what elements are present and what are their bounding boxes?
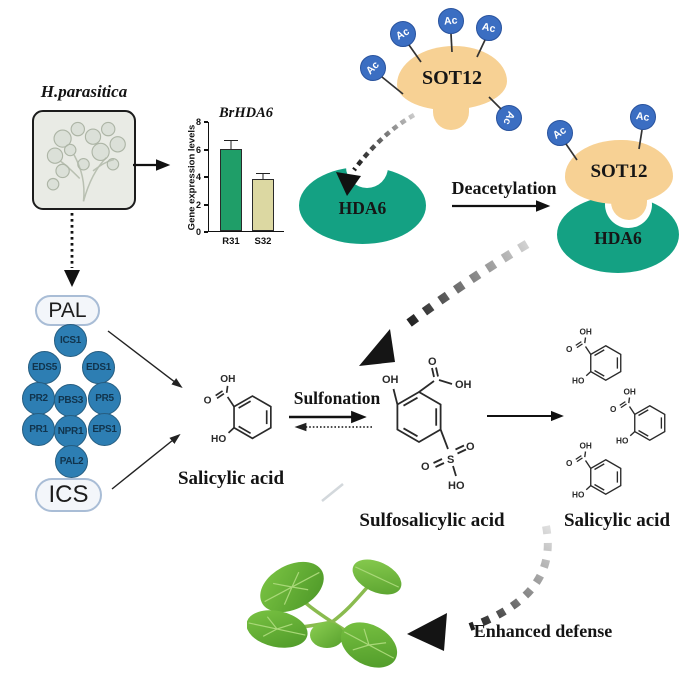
faint-artifact-line — [321, 483, 344, 502]
bar-s32 — [252, 178, 274, 231]
hda6-complex-label: HDA6 — [594, 228, 642, 248]
gene-node-pal2: PAL2 — [55, 445, 88, 478]
sot12-complex-body: SOT12 — [565, 140, 673, 204]
chart-plot-area: R31 S32 — [208, 122, 284, 247]
sot12-complex-label: SOT12 — [590, 161, 648, 182]
hda6-binding-notch — [346, 146, 388, 188]
salicylic-acid-structure — [565, 326, 622, 386]
gene-node-eds1: EDS1 — [82, 351, 115, 384]
enhanced-defense-label: Enhanced defense — [473, 621, 613, 641]
sot12-bump — [433, 98, 469, 130]
bar-r31 — [220, 148, 242, 231]
svg-text:O: O — [421, 461, 430, 473]
gene-node-pr5: PR5 — [88, 382, 121, 415]
sot12-label: SOT12 — [421, 66, 483, 89]
ics-node: ICS — [35, 478, 102, 512]
svg-text:HO: HO — [448, 480, 465, 492]
sulfonation-label: Sulfonation — [293, 388, 381, 408]
sot12-complex-bump — [611, 186, 647, 220]
acetyl-icon: Ac — [390, 21, 416, 47]
gene-node-npr1: NPR1 — [54, 415, 87, 448]
sulfosalicylic-acid-label: Sulfosalicylic acid — [359, 510, 505, 531]
x-label-s32: S32 — [254, 236, 272, 247]
error-bar-s32 — [256, 172, 270, 179]
sulfosalicylic-acid-structure: OH O OH S O O HO — [382, 356, 475, 492]
svg-text:O: O — [428, 356, 437, 368]
pal-node: PAL — [35, 295, 100, 326]
gene-node-pbs3: PBS3 — [54, 384, 87, 417]
gene-node-ics1: ICS1 — [54, 324, 87, 357]
svg-text:S: S — [447, 454, 454, 466]
acetyl-icon: Ac — [476, 15, 502, 41]
gene-node-eps1: EPS1 — [88, 413, 121, 446]
x-label-r31: R31 — [222, 236, 240, 247]
error-bar-r31 — [224, 139, 238, 149]
acetyl-icon: Ac — [547, 120, 573, 146]
acetyl-icon: Ac — [438, 8, 464, 34]
svg-text:O: O — [466, 441, 475, 453]
gene-node-pr2: PR2 — [22, 382, 55, 415]
svg-text:OH: OH — [382, 374, 399, 386]
gene-node-eds5: EDS5 — [28, 351, 61, 384]
salicylic-acid-right-label: Salicylic acid — [563, 510, 671, 531]
chart-title: BrHDA6 — [219, 105, 273, 121]
acetyl-icon: Ac — [360, 55, 386, 81]
acetyl-icon: Ac — [630, 104, 656, 130]
deacetylation-label: Deacetylation — [451, 178, 557, 198]
arrow-pathogen-to-pathway — [64, 213, 80, 287]
salicylic-acid-structure — [609, 386, 666, 446]
acetyl-icon: Ac — [496, 105, 522, 131]
salicylic-acid-structure — [565, 440, 622, 500]
microscopy-image — [32, 110, 136, 210]
plant-image — [246, 557, 407, 675]
pathogen-label: H.parasitica — [40, 82, 128, 101]
arrow-complex-to-sulfonation — [359, 240, 530, 366]
salicylic-acid-structure — [202, 373, 272, 446]
hda6-label: HDA6 — [338, 198, 387, 218]
leaf-rosette — [246, 559, 402, 668]
spores-sketch — [46, 121, 126, 202]
salicylic-acid-label: Salicylic acid — [177, 468, 285, 489]
arrow-pal-to-sa — [107, 330, 183, 389]
svg-text:OH: OH — [455, 379, 472, 391]
gene-node-pr1: PR1 — [22, 413, 55, 446]
